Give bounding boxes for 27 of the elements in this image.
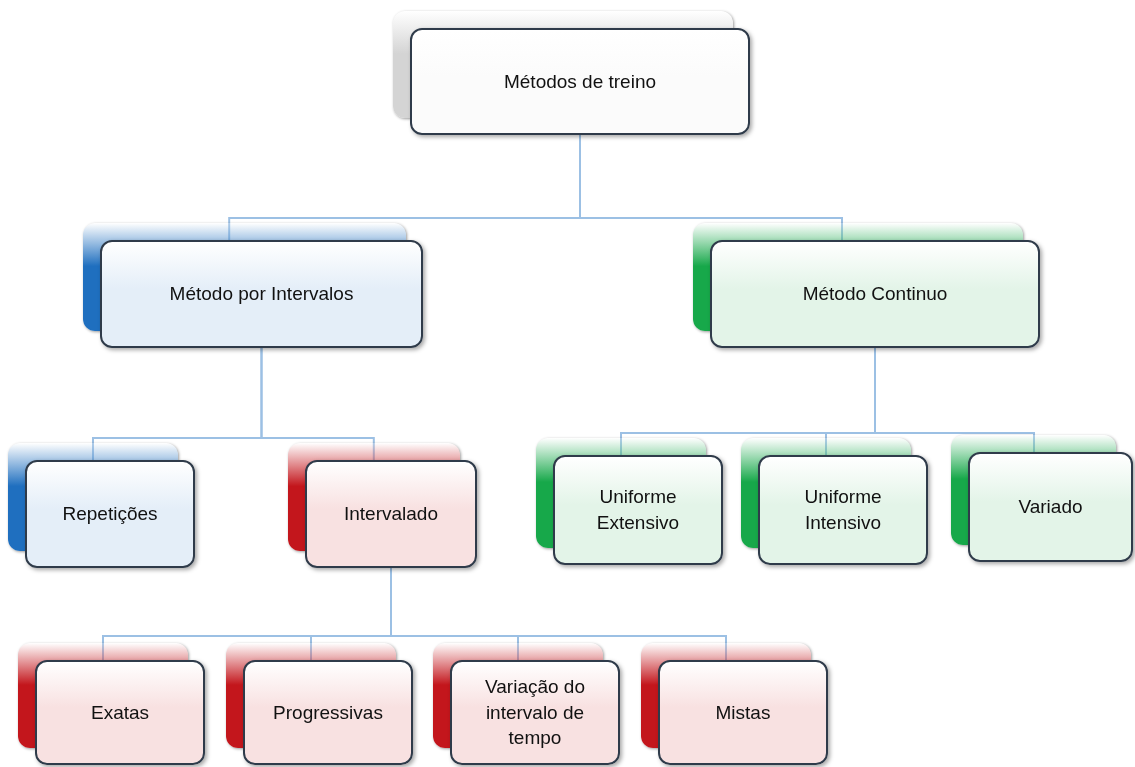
- node-label: Intervalado: [343, 502, 439, 527]
- node-label: Mistas: [714, 700, 772, 725]
- node-box: [658, 660, 828, 765]
- node-label: Variado: [1017, 495, 1084, 520]
- connector-line: [874, 347, 1035, 453]
- connector-line: [260, 347, 375, 461]
- node-label: Uniforme Extensivo: [595, 485, 681, 535]
- node-box: [410, 28, 750, 135]
- node-label: Progressivas: [272, 700, 384, 725]
- node-box: [450, 660, 620, 765]
- node-box: [758, 455, 928, 565]
- node-box: [968, 452, 1133, 562]
- node-label: Método por Intervalos: [168, 282, 355, 307]
- node-label: Variação do intervalo de tempo: [484, 675, 586, 751]
- node-box: [100, 240, 423, 348]
- node-box: [35, 660, 205, 765]
- node-label: Repetições: [61, 502, 159, 527]
- node-box: [25, 460, 195, 568]
- node-label: Método Continuo: [801, 282, 949, 307]
- node-box: [553, 455, 723, 565]
- connector-line: [579, 134, 843, 241]
- node-box: [710, 240, 1040, 348]
- node-label: Exatas: [89, 700, 151, 725]
- node-label: Uniforme Intensivo: [803, 485, 883, 535]
- node-box: [305, 460, 477, 568]
- node-box: [243, 660, 413, 765]
- node-label: Métodos de treino: [502, 69, 658, 94]
